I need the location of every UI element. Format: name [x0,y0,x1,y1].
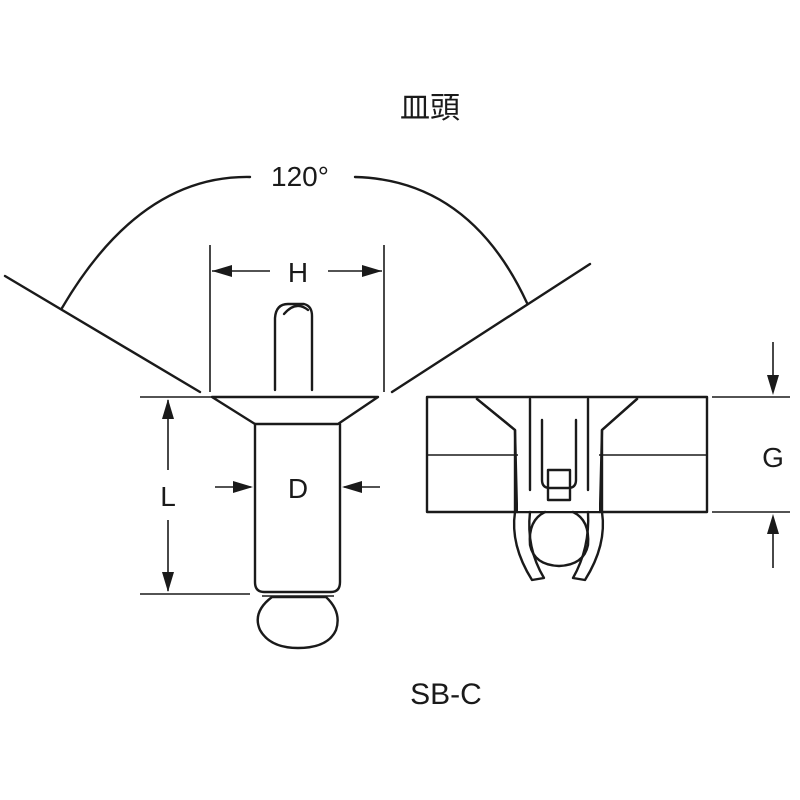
body-diameter-dimension: D [215,473,380,504]
dim-H-label: H [288,257,308,288]
length-dimension: L [140,396,250,595]
rivet-side-view [210,302,380,650]
dim-D-label: D [288,473,308,504]
model-label: SB-C [410,678,482,711]
angle-label: 120° [271,161,329,192]
head-type-label: 皿頭 [400,92,460,125]
dim-G-label: G [762,442,784,473]
head-diameter-dimension: H [209,245,385,392]
dim-L-label: L [160,481,176,512]
countersink-angle-indicator: 120° [3,161,592,394]
installed-section-view [425,395,709,582]
grip-range-dimension: G [712,342,790,568]
